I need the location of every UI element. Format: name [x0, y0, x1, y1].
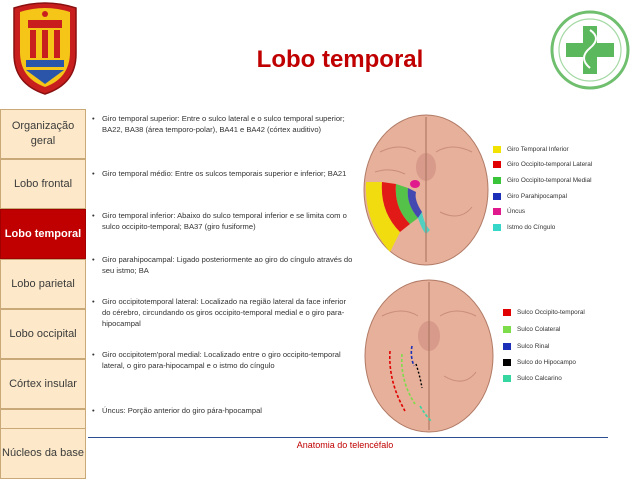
sidebar-item-lobo-occipital[interactable]: Lobo occipital	[0, 309, 86, 359]
legend-label: Sulco Rinal	[517, 342, 550, 350]
legend-label: Giro Temporal Inferior	[507, 145, 569, 153]
legend-label: Sulco Colateral	[517, 325, 561, 333]
legend-label: Giro Occipito-temporal Medial	[507, 176, 592, 184]
list-item: •Giro parahipocampal: Ligado posteriorme…	[92, 255, 353, 275]
sidebar-item-cortex-insular[interactable]: Córtex insular	[0, 359, 86, 409]
legend-swatch	[493, 145, 501, 153]
footer-text: Anatomia do telencéfalo	[296, 440, 394, 450]
sidebar-item-lobo-temporal[interactable]: Lobo temporal	[0, 209, 86, 259]
legend-item: Sulco Rinal	[503, 341, 549, 351]
legend-swatch	[493, 160, 501, 168]
list-item: •Giro temporal superior: Entre o sulco l…	[92, 113, 354, 135]
legend-item: Sulco Occipito-temporal	[503, 307, 585, 317]
legend-item: Sulco Calcarino	[503, 373, 562, 383]
legend-swatch	[503, 374, 511, 382]
sidebar-item-nucleos-da-base[interactable]: Núcleos da base	[0, 428, 86, 479]
bullet-text: Úncus: Porção anterior do giro pára-hpoc…	[102, 406, 262, 415]
legend-swatch	[493, 176, 501, 184]
university-crest-logo	[13, 2, 77, 95]
bullet-text: Giro occipitotemporal lateral: Localizad…	[102, 297, 346, 328]
list-item: •Giro occipitotem'poral medial: Localiza…	[92, 349, 354, 371]
sidebar-item-organizacao-geral[interactable]: Organização geral	[0, 109, 86, 159]
legend-swatch	[493, 223, 501, 231]
legend-item: Giro Parahipocampal	[493, 191, 567, 201]
legend-label: Giro Parahipocampal	[507, 192, 568, 200]
bullet-text: Giro temporal inferior: Abaixo do sulco …	[102, 211, 347, 231]
sidebar-item-lobo-parietal[interactable]: Lobo parietal	[0, 259, 86, 309]
sidebar-item-lobo-frontal[interactable]: Lobo frontal	[0, 159, 86, 209]
legend-label: Sulco do Hipocampo	[517, 358, 576, 366]
page-title: Lobo temporal	[256, 46, 424, 73]
legend-label: Giro Occipito-temporal Lateral	[507, 160, 593, 168]
legend-swatch	[493, 207, 501, 215]
medical-faculty-logo	[550, 10, 630, 90]
list-item: •Giro temporal médio: Entre os sulcos te…	[92, 168, 354, 179]
legend-swatch	[493, 192, 501, 200]
list-item: •Úncus: Porção anterior do giro pára-hpo…	[92, 405, 354, 416]
legend-label: Sulco Calcarino	[517, 374, 562, 382]
bullet-text: Giro temporal médio: Entre os sulcos tem…	[102, 169, 347, 178]
legend-item: Giro Occipito-temporal Medial	[493, 175, 592, 185]
legend-item: Giro Temporal Inferior	[493, 144, 569, 154]
brain-inferior-view-gyri-image	[363, 114, 489, 266]
bullet-text: Giro occipitotem'poral medial: Localizad…	[102, 350, 341, 370]
legend-item: Sulco do Hipocampo	[503, 357, 576, 367]
legend-swatch	[503, 325, 511, 333]
footer-divider	[88, 437, 608, 438]
bullet-text: Giro parahipocampal: Ligado posteriormen…	[102, 255, 353, 275]
legend-item: Sulco Colateral	[503, 324, 560, 334]
bullet-text: Giro temporal superior: Entre o sulco la…	[102, 114, 345, 134]
legend-label: Úncus	[507, 207, 526, 215]
legend-item: Istmo do Cíngulo	[493, 222, 555, 232]
brain-inferior-view-sulci-image	[364, 279, 494, 433]
legend-swatch	[503, 308, 511, 316]
legend-swatch	[503, 358, 511, 366]
legend-label: Istmo do Cíngulo	[507, 223, 556, 231]
legend-item: Giro Occipito-temporal Lateral	[493, 159, 592, 169]
sidebar-nav: Organização geral Lobo frontal Lobo temp…	[0, 100, 86, 479]
legend-swatch	[503, 342, 511, 350]
legend-item: Úncus	[493, 206, 525, 216]
list-item: •Giro temporal inferior: Abaixo do sulco…	[92, 210, 354, 232]
legend-label: Sulco Occipito-temporal	[517, 308, 585, 316]
list-item: •Giro occipitotemporal lateral: Localiza…	[92, 296, 354, 329]
